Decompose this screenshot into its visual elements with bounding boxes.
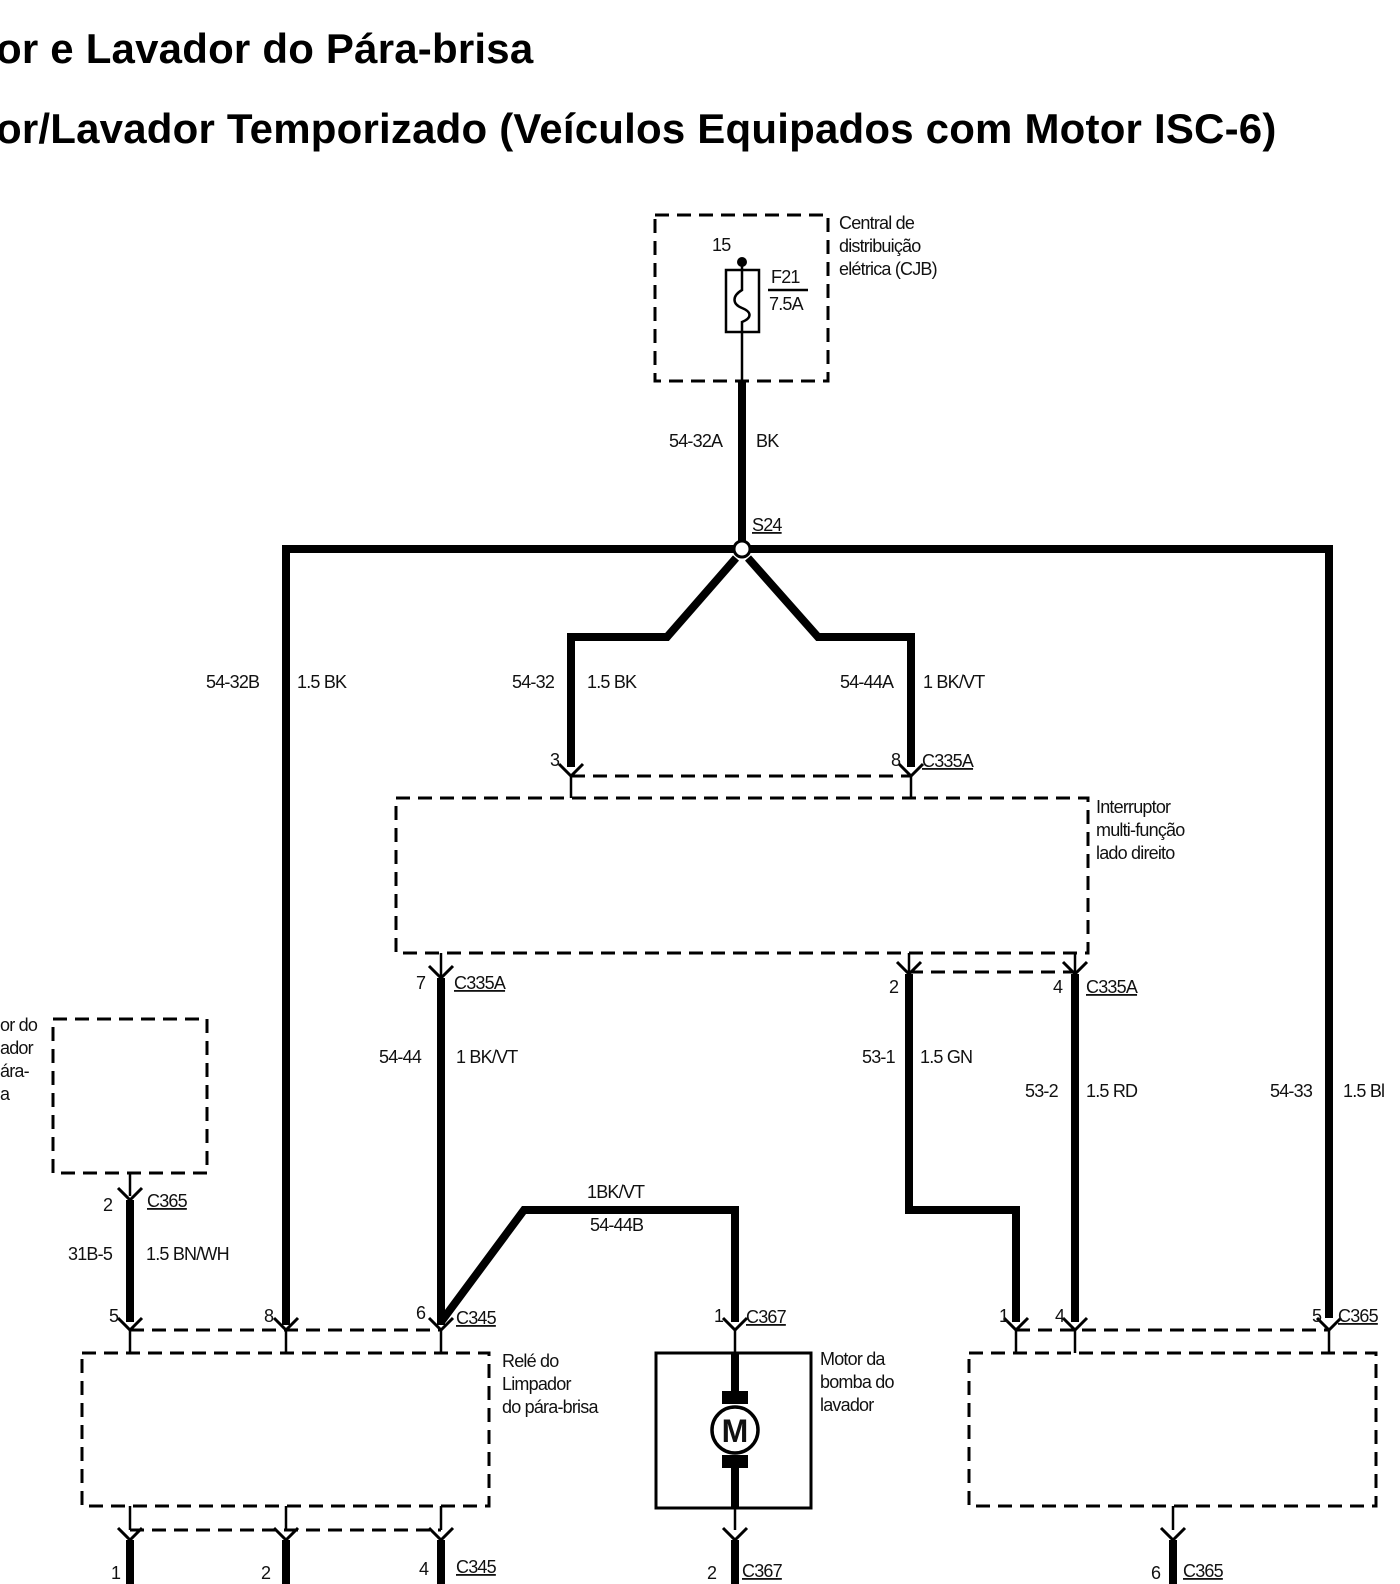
connector-c365-pin6: 6 C365 — [1151, 1506, 1224, 1584]
wire-54-44a — [745, 555, 915, 767]
wiper-relay-outline — [80, 1351, 491, 1508]
connector-c365-pin1-number: 1 — [999, 1306, 1009, 1326]
relay-label-line2: Limpador — [502, 1374, 571, 1394]
wire-31b-5-circuit: 31B-5 — [68, 1244, 113, 1264]
connector-c345-pin8-number: 8 — [264, 1306, 274, 1326]
connector-c335a-pin3-number: 3 — [550, 750, 560, 770]
wire-54-32b-bus — [282, 545, 1333, 1325]
wire-31b-5-color: 1.5 BN/WH — [146, 1244, 229, 1264]
wire-54-44-color: 1 BK/VT — [456, 1047, 518, 1067]
fuse-rating: 7.5A — [769, 294, 804, 314]
wire-53-2-color: 1.5 RD — [1086, 1081, 1138, 1101]
connector-c365-pin2-number: 2 — [103, 1195, 113, 1215]
connector-c335a-pin4-name: C335A — [1086, 977, 1138, 997]
connector-c335a-pin7-number: 7 — [416, 973, 426, 993]
switch-label-line2: multi-função — [1096, 820, 1185, 840]
connector-c345-pin6-number: 6 — [416, 1303, 426, 1323]
connector-c365-pin5-left-number: 5 — [109, 1306, 119, 1326]
wire-54-32 — [567, 555, 740, 767]
wire-54-44a-circuit: 54-44A — [840, 672, 894, 692]
pump-motor-label-line2: bomba do — [820, 1372, 894, 1392]
connector-c365-pin2-name: C365 — [147, 1191, 188, 1211]
connector-c365-pin5-name: C365 — [1338, 1306, 1379, 1326]
wire-54-32a-color: BK — [756, 431, 779, 451]
connector-c365-pin5-number: 5 — [1312, 1306, 1322, 1326]
wire-54-44b-circuit: 54-44B — [590, 1215, 644, 1235]
connector-c335a-pin7-name: C335A — [454, 973, 506, 993]
splice-s24-dot — [732, 539, 752, 559]
wire-54-44b — [437, 1206, 739, 1325]
left-component-label-line3: ára- — [0, 1061, 30, 1081]
multifunction-switch-outline — [394, 796, 1090, 955]
left-component-label-line4: a — [0, 1084, 11, 1104]
wire-54-32-color: 1.5 BK — [587, 672, 637, 692]
left-component-label-line2: ador — [0, 1038, 34, 1058]
wire-53-1-circuit: 53-1 — [862, 1047, 896, 1067]
connector-c345-pin4-name: C345 — [456, 1557, 497, 1577]
wire-54-44b-color: 1BK/VT — [587, 1182, 645, 1202]
right-component-outline — [967, 1351, 1378, 1508]
wire-54-32-circuit: 54-32 — [512, 672, 555, 692]
connector-c345-pin1-number: 1 — [111, 1563, 121, 1583]
connector-c335a-pin8-number: 8 — [891, 750, 901, 770]
connector-c335a-top: 3 8 C335A — [550, 750, 975, 798]
wire-54-32b-circuit: 54-32B — [206, 672, 260, 692]
cjb-label-line3: elétrica (CJB) — [839, 259, 937, 279]
multifunction-switch: Interruptor multi-função lado direito — [394, 796, 1186, 955]
left-component-outline — [51, 1017, 209, 1175]
connector-c345-pin6-name: C345 — [456, 1308, 497, 1328]
connector-c367-pin1-name: C367 — [746, 1307, 787, 1327]
connector-c367-pin2-name: C367 — [742, 1561, 783, 1581]
wire-54-32b-color: 1.5 BK — [297, 672, 347, 692]
cjb-label-line1: Central de — [839, 213, 915, 233]
connector-c365-pin6-number: 6 — [1151, 1563, 1161, 1583]
page-subtitle: or/Lavador Temporizado (Veículos Equipad… — [0, 105, 1277, 152]
connector-c345-pin2-number: 2 — [261, 1563, 271, 1583]
wire-54-44-circuit: 54-44 — [379, 1047, 422, 1067]
washer-pump-motor: 1 C367 M Motor da bomba do lavador 2 C36… — [654, 1306, 895, 1584]
connector-c365-pin6-name: C365 — [1183, 1561, 1224, 1581]
connector-c367-pin2-number: 2 — [707, 1563, 717, 1583]
switch-label-line1: Interruptor — [1096, 797, 1171, 817]
connector-c365-pin4-number: 4 — [1055, 1306, 1065, 1326]
connector-c335a-top-name: C335A — [922, 751, 974, 771]
fuse-icon — [724, 257, 761, 381]
wire-54-33-color: 1.5 Bl — [1343, 1081, 1384, 1101]
switch-label-line3: lado direito — [1096, 843, 1175, 863]
fuse-name: F21 — [771, 267, 800, 287]
wire-54-33-circuit: 54-33 — [1270, 1081, 1313, 1101]
wire-54-32a-circuit: 54-32A — [669, 431, 723, 451]
connector-c335a-pin2-number: 2 — [889, 977, 899, 997]
connector-c345-pin4-number: 4 — [419, 1559, 429, 1579]
connector-c335a-bottom: 7 C335A 2 4 C335A — [416, 953, 1139, 997]
wire-54-44a-color: 1 BK/VT — [923, 672, 985, 692]
connector-c345-relay-top: 5 8 6 C345 — [109, 1303, 497, 1353]
splice-s24-label: S24 — [752, 515, 782, 535]
relay-label-line1: Relé do — [502, 1351, 559, 1371]
wire-53-1 — [905, 974, 1020, 1322]
central-junction-box: Central de distribuição elétrica (CJB) 1… — [653, 213, 938, 383]
connector-c345-relay-bottom: 1 2 4 C345 — [111, 1506, 497, 1584]
wire-53-1-color: 1.5 GN — [920, 1047, 972, 1067]
connector-c367-pin1-number: 1 — [714, 1306, 724, 1326]
cjb-label-line2: distribuição — [839, 236, 921, 256]
motor-symbol-letter: M — [722, 1413, 749, 1449]
pump-motor-label-line1: Motor da — [820, 1349, 886, 1369]
page-title: or e Lavador do Pára-brisa — [0, 25, 534, 72]
fuse-pin-number: 15 — [712, 235, 731, 255]
wiper-relay: Relé do Limpador do pára-brisa — [80, 1351, 600, 1508]
left-component-label-line1: or do — [0, 1015, 38, 1035]
pump-motor-label-line3: lavador — [820, 1395, 874, 1415]
relay-label-line3: do pára-brisa — [502, 1397, 599, 1417]
motor-icon: M — [710, 1405, 760, 1455]
left-component: or do ador ára- a — [0, 1015, 209, 1175]
wire-53-2-circuit: 53-2 — [1025, 1081, 1059, 1101]
connector-c335a-pin4-number: 4 — [1053, 977, 1063, 997]
connector-c365-right-top: 1 4 5 C365 — [999, 1306, 1379, 1353]
